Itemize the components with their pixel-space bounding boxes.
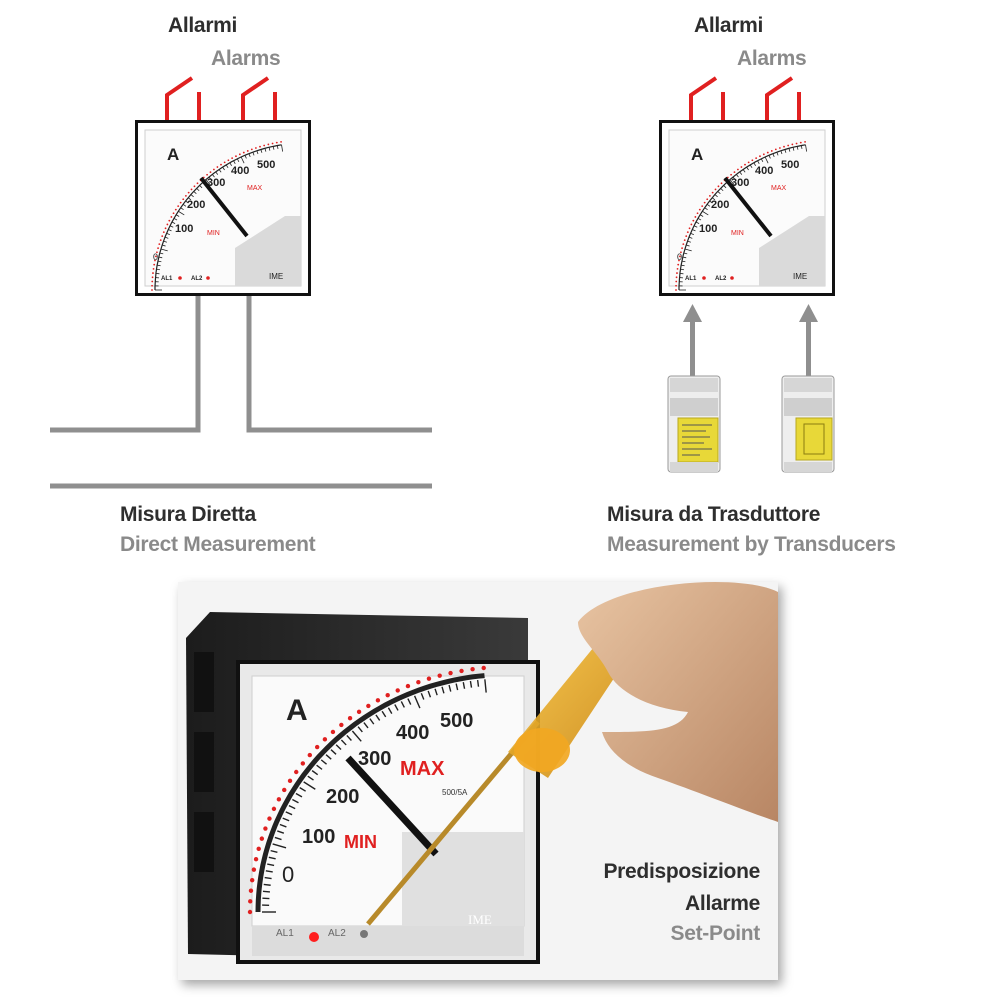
right-scale-200: 200 [711, 199, 729, 211]
photo-al2-label: AL2 [328, 928, 346, 939]
right-alarms-label-it: Allarmi [694, 14, 764, 37]
right-scale-400: 400 [755, 165, 773, 177]
setpoint-photo: A 0 100 200 300 400 500 MAX MIN 500/5A A… [178, 582, 778, 980]
right-al2-label: AL2 [715, 276, 727, 282]
right-al1-label: AL1 [685, 276, 697, 282]
left-scale-400: 400 [231, 165, 249, 177]
photo-meter-arc [247, 665, 487, 915]
left-meter: A 0 100 200 300 400 500 MAX MIN AL1 AL2 … [135, 120, 311, 296]
left-caption-en: Direct Measurement [120, 533, 316, 556]
right-meter: A 0 100 200 300 400 500 MAX MIN AL1 AL2 … [659, 120, 835, 296]
photo-scale-200: 200 [326, 786, 360, 808]
left-al1-led [178, 276, 182, 280]
transducer-1 [667, 375, 721, 473]
left-scale-300: 300 [207, 177, 225, 189]
photo-meter-unit: A [286, 694, 308, 727]
photo-hand [578, 582, 778, 822]
left-alarms-label-it: Allarmi [168, 14, 238, 37]
photo-al1-label: AL1 [276, 928, 294, 939]
photo-caption-line3: Set-Point [670, 922, 761, 945]
right-max-label: MAX [771, 185, 787, 192]
right-scale-0: 0 [677, 252, 682, 262]
photo-min-label: MIN [344, 832, 377, 852]
photo-scale-400: 400 [396, 722, 430, 744]
photo-max-label: MAX [400, 758, 445, 780]
left-al2-label: AL2 [191, 276, 203, 282]
left-al2-led [206, 276, 210, 280]
right-al2-led [730, 276, 734, 280]
left-meter-arc [151, 141, 284, 291]
transducer-2 [781, 375, 835, 473]
left-alarm-contacts [165, 76, 277, 120]
right-al1-led [702, 276, 706, 280]
right-brand: IME [793, 272, 807, 281]
left-al1-label: AL1 [161, 276, 173, 282]
photo-scale-100: 100 [302, 826, 336, 848]
left-scale-200: 200 [187, 199, 205, 211]
left-max-label: MAX [247, 185, 263, 192]
left-scale-500: 500 [257, 159, 275, 171]
left-min-label: MIN [207, 230, 220, 237]
photo-caption-line2: Allarme [685, 892, 760, 915]
right-scale-500: 500 [781, 159, 799, 171]
right-scale-300: 300 [731, 177, 749, 189]
right-meter-unit: A [691, 145, 703, 164]
photo-al2-knob [360, 930, 368, 938]
right-diagram [667, 76, 835, 473]
left-caption-it: Misura Diretta [120, 503, 256, 526]
photo-scale-500: 500 [440, 710, 474, 732]
left-wires [50, 296, 432, 489]
right-signal-arrows [683, 304, 818, 376]
photo-meter-needle [345, 755, 439, 857]
left-meter-unit: A [167, 145, 179, 164]
right-caption-en: Measurement by Transducers [607, 533, 896, 556]
left-scale-100: 100 [175, 223, 193, 235]
right-caption-it: Misura da Trasduttore [607, 503, 821, 526]
photo-caption-line1: Predisposizione [603, 860, 760, 883]
photo-screwdriver-shaft [366, 720, 540, 926]
left-alarms-label-en: Alarms [211, 47, 281, 70]
right-meter-arc [675, 141, 808, 291]
photo-scale-0: 0 [282, 862, 295, 887]
setpoint-photo-illustration [186, 582, 778, 964]
photo-al1-led [309, 932, 319, 942]
right-alarms-label-en: Alarms [737, 47, 807, 70]
left-brand: IME [269, 272, 283, 281]
photo-brand: IME [468, 912, 492, 927]
right-meter-needle [723, 176, 773, 238]
right-scale-100: 100 [699, 223, 717, 235]
left-diagram [50, 76, 432, 489]
right-alarm-contacts [689, 76, 801, 120]
left-meter-needle [199, 176, 249, 238]
photo-scale-300: 300 [358, 748, 392, 770]
left-scale-0: 0 [153, 252, 158, 262]
photo-rating: 500/5A [442, 788, 468, 797]
right-min-label: MIN [731, 230, 744, 237]
